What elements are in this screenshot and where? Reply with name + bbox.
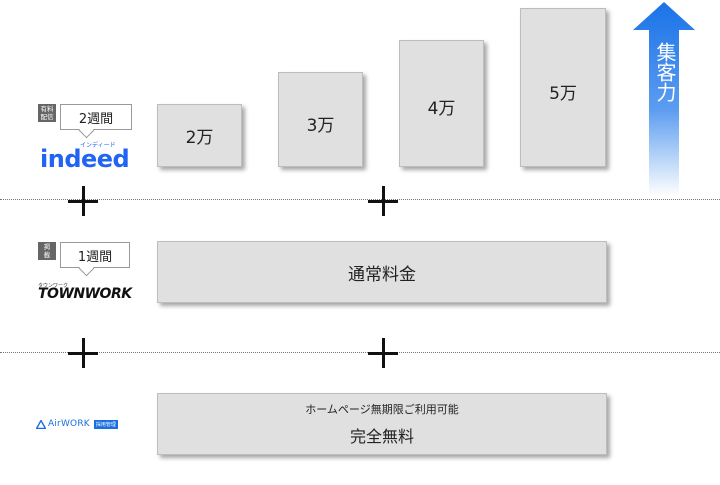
plus-icon [368,186,398,216]
indeed-period: 2週間 [78,111,114,127]
tier-box-4man: 4万 [399,40,484,167]
airwork-logo-text: AirWORK [48,419,90,429]
townwork-logo: タウンワーク TOWNWORK [38,282,132,304]
townwork-logo-text: TOWNWORK [38,286,132,302]
indeed-logo: インディード indeed [40,140,130,173]
paid-delivery-badge: 有料配信 [38,104,56,122]
tier-box-5man: 5万 [520,8,606,167]
free-box-line2: 完全無料 [349,427,414,446]
regular-price-text: 通常料金 [348,264,416,285]
indeed-logo-text: indeed [40,145,130,173]
free-box: ホームページ無期限ご利用可能 完全無料 [157,393,607,455]
tier-box-2man: 2万 [157,104,242,167]
plus-icon [68,338,98,368]
divider-2 [0,352,720,353]
townwork-logo-katakana: タウンワーク [38,283,69,289]
townwork-period: 1週間 [77,249,113,265]
arrow-label: 集客力 [653,42,677,102]
tier-box-3man: 3万 [278,72,363,167]
indeed-period-bubble: 2週間 [60,104,132,130]
customer-attraction-arrow: 集客力 [633,2,695,196]
plus-icon [368,338,398,368]
townwork-period-bubble: 1週間 [60,242,130,268]
airwork-triangle-icon [36,419,46,429]
plus-icon [68,186,98,216]
airwork-logo: AirWORK 採用管理 [36,416,130,432]
airwork-logo-badge: 採用管理 [93,419,118,429]
regular-price-box: 通常料金 [157,241,607,303]
divider-1 [0,199,720,200]
free-box-line1: ホームページ無期限ご利用可能 [305,403,459,416]
listing-badge: 掲載 [38,242,56,260]
indeed-logo-katakana: インディード [80,142,116,149]
